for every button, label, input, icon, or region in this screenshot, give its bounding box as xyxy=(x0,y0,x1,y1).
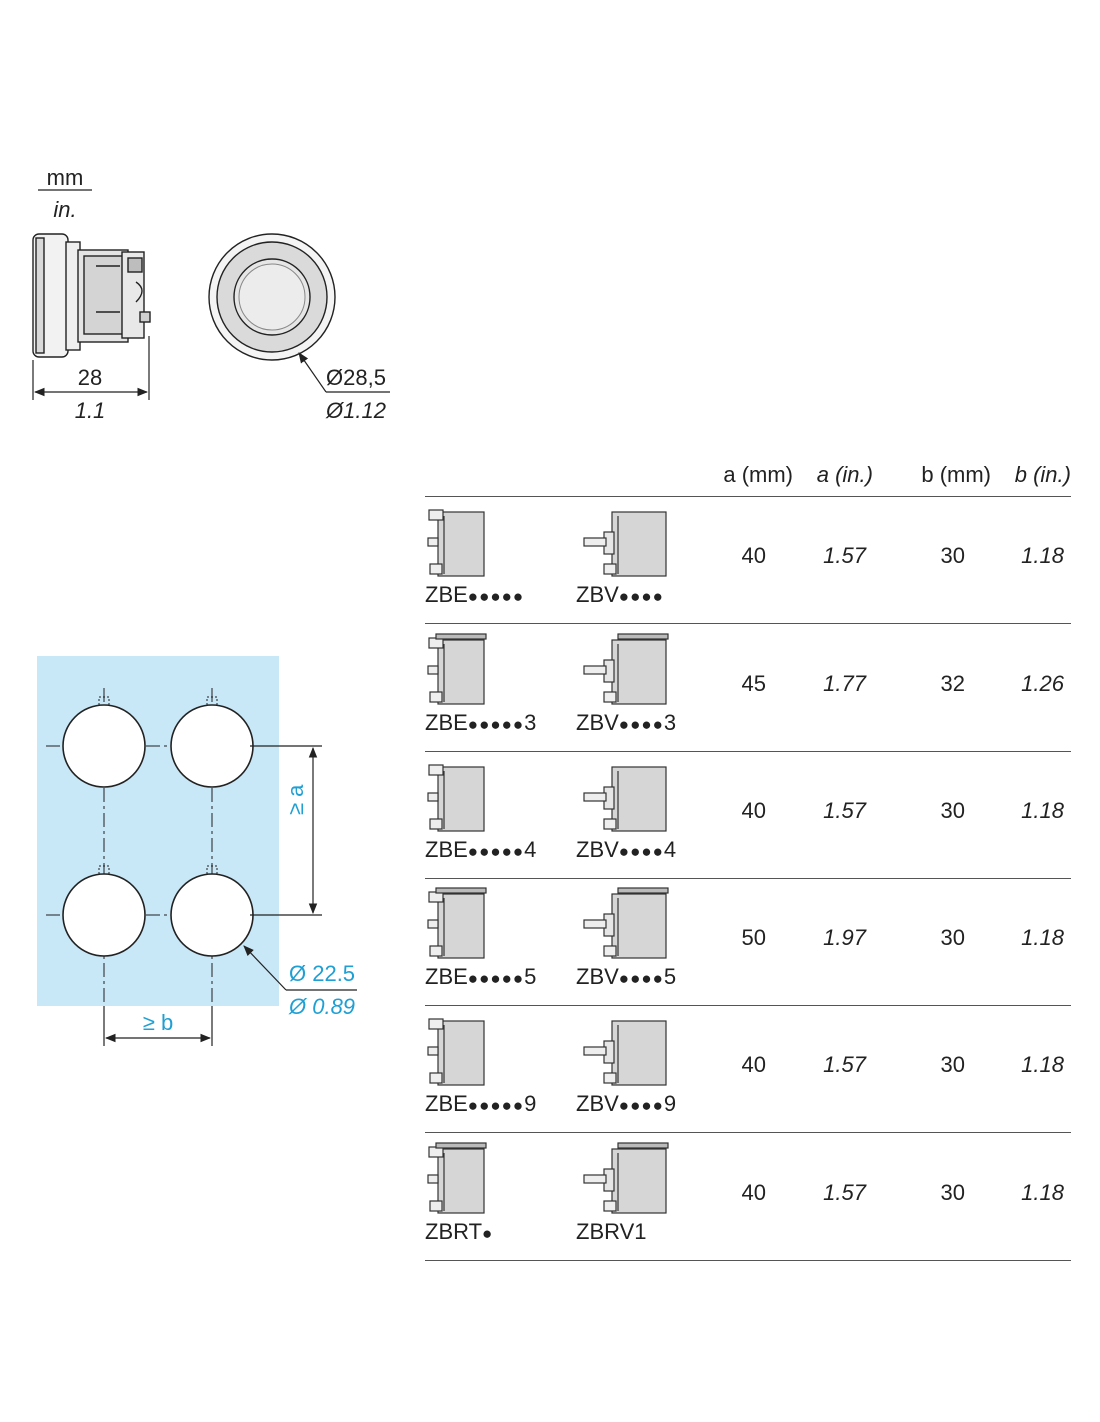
left-contact-block-icon xyxy=(427,633,487,705)
left-contact-block-icon xyxy=(427,1018,485,1086)
hole-diameter-in-label: Ø 0.89 xyxy=(289,994,356,1019)
right-contact-block-icon xyxy=(583,766,667,832)
b-mm-value: 32 xyxy=(940,671,965,696)
hole-keys xyxy=(98,696,218,875)
cutout-panel xyxy=(37,656,279,1006)
left-block-code: ZBRT● xyxy=(425,1219,494,1244)
b-in-value: 1.18 xyxy=(1021,925,1064,950)
b-dimension-label: ≥ b xyxy=(142,1010,174,1035)
row-rule xyxy=(425,751,1071,752)
hole-diameter-mm-label: Ø 22.5 xyxy=(289,961,356,986)
left-contact-block-icon xyxy=(427,509,485,577)
row-rule xyxy=(425,623,1071,624)
right-contact-block-icon xyxy=(583,1020,667,1086)
a-dimension xyxy=(250,745,322,916)
left-block-code: ZBE●●●●●5 xyxy=(425,964,537,989)
diameter-mm-label: Ø28,5 xyxy=(326,365,386,390)
b-in-value: 1.26 xyxy=(1021,671,1064,696)
b-mm-value: 30 xyxy=(940,925,965,950)
right-block-code: ZBV●●●●3 xyxy=(576,710,677,735)
a-mm-value: 40 xyxy=(741,1180,766,1205)
hole-leader xyxy=(243,945,357,991)
contact-block-icons xyxy=(427,509,669,1214)
unit-in-label: in. xyxy=(53,197,77,222)
right-block-code: ZBV●●●●9 xyxy=(576,1091,677,1116)
a-mm-value: 40 xyxy=(741,543,766,568)
a-in-value: 1.57 xyxy=(823,543,866,568)
b-in-value: 1.18 xyxy=(1021,1180,1064,1205)
a-in-value: 1.97 xyxy=(823,925,866,950)
table-header-rule xyxy=(425,496,1071,497)
left-block-code: ZBE●●●●●4 xyxy=(425,837,537,862)
b-dimension xyxy=(103,1006,213,1046)
left-contact-block-icon xyxy=(427,1142,487,1214)
b-in-value: 1.18 xyxy=(1021,1052,1064,1077)
length-mm-label: 28 xyxy=(77,365,103,390)
a-mm-value: 40 xyxy=(741,1052,766,1077)
row-rule xyxy=(425,1260,1071,1261)
header-a-mm: a (mm) xyxy=(723,462,793,487)
a-mm-value: 40 xyxy=(741,798,766,823)
row-rule xyxy=(425,1005,1071,1006)
diameter-leader xyxy=(298,352,390,393)
unit-mm-label: mm xyxy=(46,165,84,190)
a-in-value: 1.57 xyxy=(823,798,866,823)
header-b-mm: b (mm) xyxy=(921,462,991,487)
a-mm-value: 45 xyxy=(741,671,766,696)
right-contact-block-icon xyxy=(583,887,669,959)
row-rule xyxy=(425,1132,1071,1133)
right-contact-block-icon xyxy=(583,511,667,577)
a-in-value: 1.57 xyxy=(823,1180,866,1205)
right-contact-block-icon xyxy=(583,633,669,705)
left-contact-block-icon xyxy=(427,764,485,832)
left-block-code: ZBE●●●●● xyxy=(425,582,525,607)
header-a-in: a (in.) xyxy=(816,462,873,487)
diameter-in-label: Ø1.12 xyxy=(326,398,386,423)
length-in-label: 1.1 xyxy=(74,398,106,423)
right-block-code: ZBV●●●●5 xyxy=(576,964,677,989)
a-in-value: 1.77 xyxy=(823,671,866,696)
b-in-value: 1.18 xyxy=(1021,798,1064,823)
b-mm-value: 30 xyxy=(940,798,965,823)
b-mm-value: 30 xyxy=(940,1052,965,1077)
right-contact-block-icon xyxy=(583,1142,669,1214)
header-b-in: b (in.) xyxy=(1014,462,1071,487)
a-in-value: 1.57 xyxy=(823,1052,866,1077)
right-block-code: ZBV●●●●4 xyxy=(576,837,677,862)
right-block-code: ZBRV1 xyxy=(576,1219,647,1244)
length-dimension xyxy=(32,336,150,400)
b-in-value: 1.18 xyxy=(1021,543,1064,568)
b-mm-value: 30 xyxy=(940,1180,965,1205)
button-side-view xyxy=(32,233,151,358)
left-block-code: ZBE●●●●●3 xyxy=(425,710,537,735)
b-mm-value: 30 xyxy=(940,543,965,568)
row-rule xyxy=(425,878,1071,879)
button-front-view xyxy=(208,233,336,361)
a-dimension-label: ≥ a xyxy=(283,784,308,815)
a-mm-value: 50 xyxy=(741,925,766,950)
right-block-code: ZBV●●●● xyxy=(576,582,664,607)
left-block-code: ZBE●●●●●9 xyxy=(425,1091,537,1116)
left-contact-block-icon xyxy=(427,887,487,959)
